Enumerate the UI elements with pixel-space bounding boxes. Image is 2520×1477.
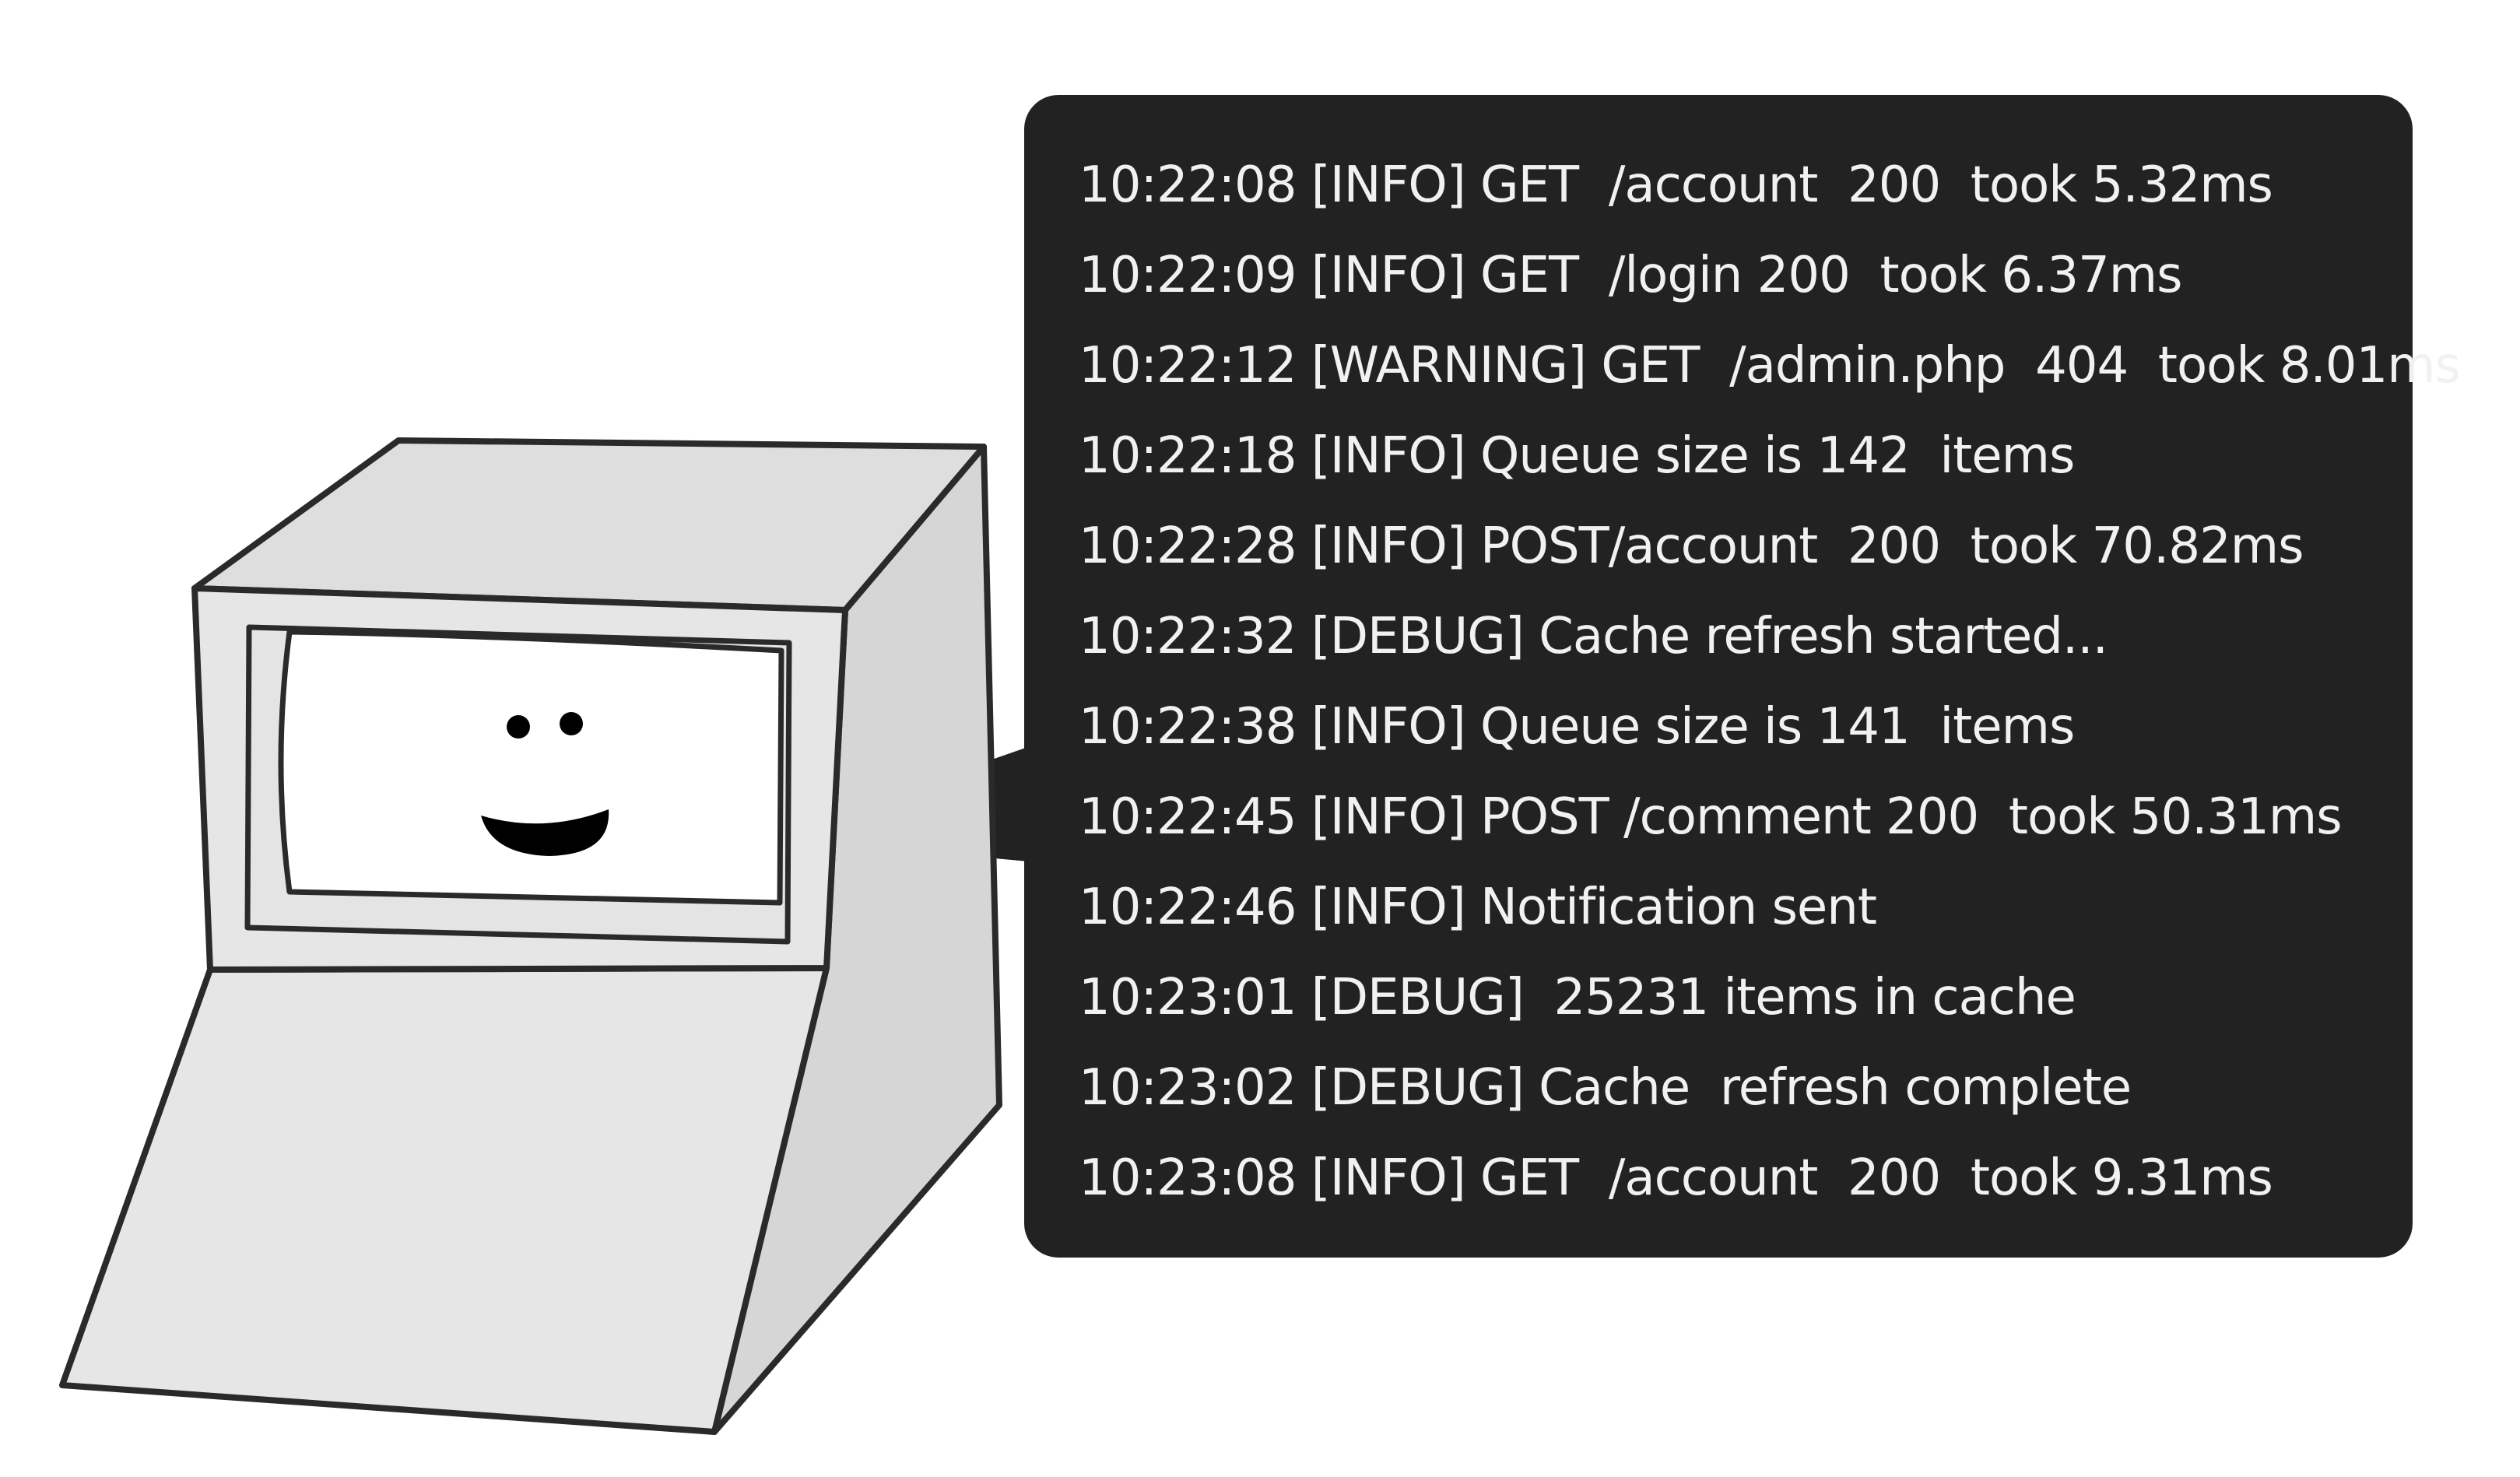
log-message: Cache refresh complete <box>1539 1059 2132 1117</box>
log-output: 10:22:08 [INFO] GET /account 200 took 5.… <box>1079 140 2461 1223</box>
log-line: 10:22:18 [INFO] Queue size is 142 items <box>1079 411 2413 501</box>
log-timestamp: 10:22:18 <box>1079 427 1297 485</box>
log-timestamp: 10:22:12 <box>1079 337 1297 395</box>
log-line: 10:23:02 [DEBUG] Cache refresh complete <box>1079 1043 2413 1133</box>
log-level: [INFO] <box>1311 1149 1466 1207</box>
log-timestamp: 10:22:46 <box>1079 879 1297 936</box>
log-message: GET /login 200 took 6.37ms <box>1480 247 2182 304</box>
log-timestamp: 10:22:45 <box>1079 788 1297 846</box>
log-message: GET /account 200 took 5.32ms <box>1480 156 2273 214</box>
log-message: POST/account 200 took 70.82ms <box>1480 517 2304 575</box>
log-timestamp: 10:22:38 <box>1079 698 1297 756</box>
computer-base-face <box>59 965 830 1435</box>
log-speech-bubble: 10:22:08 [INFO] GET /account 200 took 5.… <box>1024 95 2461 1258</box>
log-line: 10:22:45 [INFO] POST /comment 200 took 5… <box>1079 772 2413 862</box>
log-message: 25231 items in cache <box>1539 969 2076 1026</box>
log-level: [DEBUG] <box>1311 608 1525 665</box>
face-smile-icon <box>481 809 609 856</box>
log-message: GET /account 200 took 9.31ms <box>1480 1149 2273 1207</box>
log-timestamp: 10:22:28 <box>1079 517 1297 575</box>
log-level: [INFO] <box>1311 879 1466 936</box>
log-level: [INFO] <box>1311 427 1466 485</box>
log-level: [DEBUG] <box>1311 1059 1525 1117</box>
log-timestamp: 10:22:09 <box>1079 247 1297 304</box>
log-line: 10:22:12 [WARNING] GET /admin.php 404 to… <box>1079 321 2461 411</box>
log-message: Queue size is 142 items <box>1480 427 2075 485</box>
log-level: [DEBUG] <box>1311 969 1525 1026</box>
log-line: 10:22:09 [INFO] GET /login 200 took 6.37… <box>1079 230 2413 321</box>
log-level: [INFO] <box>1311 517 1466 575</box>
face-left-eye-icon <box>507 715 530 738</box>
log-line: 10:22:46 [INFO] Notification sent <box>1079 862 2413 953</box>
log-message: GET /admin.php 404 took 8.01ms <box>1601 337 2461 395</box>
log-timestamp: 10:23:02 <box>1079 1059 1297 1117</box>
log-line: 10:22:08 [INFO] GET /account 200 took 5.… <box>1079 140 2413 230</box>
log-level: [WARNING] <box>1311 337 1587 395</box>
face-right-eye-icon <box>560 712 583 735</box>
log-message: Cache refresh started... <box>1539 608 2108 665</box>
log-line: 10:23:01 [DEBUG] 25231 items in cache <box>1079 953 2413 1043</box>
log-timestamp: 10:22:08 <box>1079 156 1297 214</box>
log-timestamp: 10:23:01 <box>1079 969 1297 1026</box>
screen <box>278 629 784 906</box>
log-line: 10:22:28 [INFO] POST/account 200 took 70… <box>1079 501 2413 591</box>
log-level: [INFO] <box>1311 788 1466 846</box>
log-level: [INFO] <box>1311 247 1466 304</box>
log-level: [INFO] <box>1311 156 1466 214</box>
log-message: Notification sent <box>1480 879 1877 936</box>
log-timestamp: 10:23:08 <box>1079 1149 1297 1207</box>
log-line: 10:23:08 [INFO] GET /account 200 took 9.… <box>1079 1133 2413 1223</box>
log-message: POST /comment 200 took 50.31ms <box>1480 788 2343 846</box>
log-line: 10:22:32 [DEBUG] Cache refresh started..… <box>1079 591 2413 682</box>
log-timestamp: 10:22:32 <box>1079 608 1297 665</box>
log-line: 10:22:38 [INFO] Queue size is 141 items <box>1079 682 2413 772</box>
log-message: Queue size is 141 items <box>1480 698 2075 756</box>
log-level: [INFO] <box>1311 698 1466 756</box>
